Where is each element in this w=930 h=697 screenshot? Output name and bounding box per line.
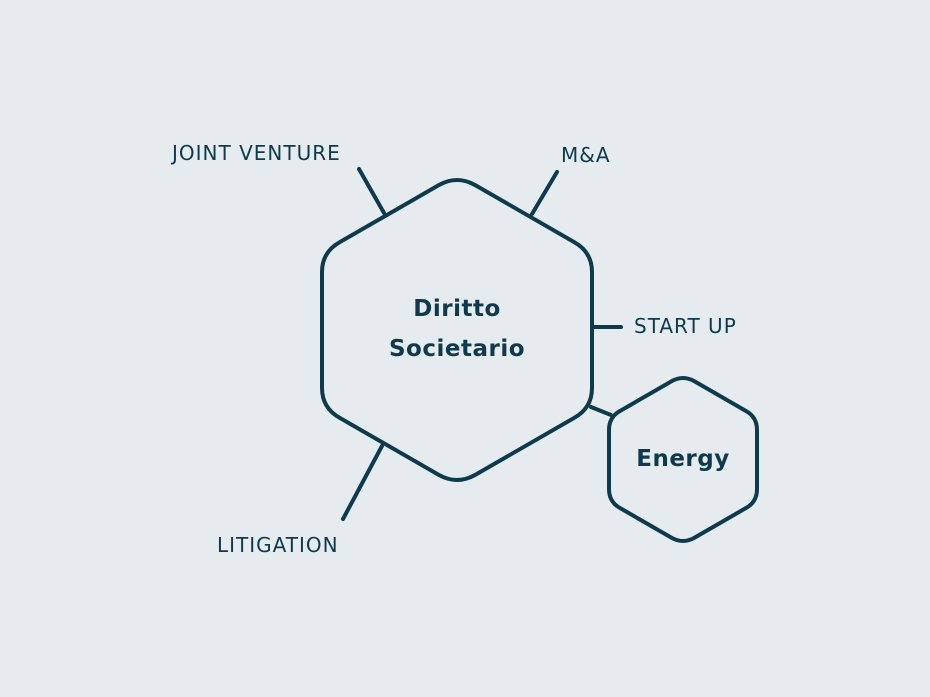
connectors xyxy=(341,167,623,521)
main-hexagon xyxy=(320,178,594,482)
branch-label-start-up: START UP xyxy=(634,314,737,338)
energy-hexagon xyxy=(607,376,759,543)
connector-litigation xyxy=(341,444,384,521)
connector-joint-venture xyxy=(357,167,386,215)
hub-title-line-2: Societario xyxy=(389,336,525,362)
branch-label-m-and-a: M&A xyxy=(561,143,611,167)
branch-label-litigation: LITIGATION xyxy=(217,533,339,557)
connector-m-and-a xyxy=(530,170,559,216)
connector-energy xyxy=(589,405,613,417)
branch-label-joint-venture: JOINT VENTURE xyxy=(170,141,341,165)
energy-label: Energy xyxy=(636,446,729,472)
hub-title-line-1: Diritto xyxy=(413,296,501,322)
